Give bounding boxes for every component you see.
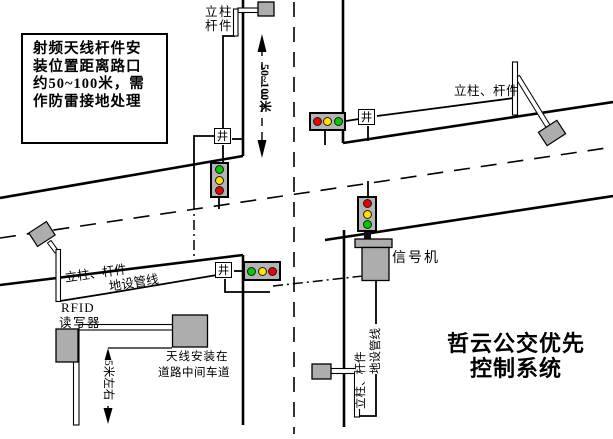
light-dot: [215, 185, 224, 195]
conduit-dashdot: [193, 200, 364, 287]
bottom-dimension-label: 5米左右: [101, 360, 114, 406]
lane-line-horizontal: [0, 146, 613, 239]
left-antenna-pole: [55, 248, 62, 303]
top-dimension-label: 50~100米: [258, 64, 272, 113]
right-antenna-pole: [511, 61, 519, 116]
bottom-pole-arm: [330, 367, 357, 375]
conduit-cross-bottom: [272, 275, 364, 287]
note-line: 射频天线杆件安: [33, 41, 142, 57]
conduit-bottomwell-stub: [224, 279, 270, 293]
top-antenna-arm: [237, 7, 259, 14]
well-label: 井: [216, 131, 229, 143]
light-dot: [246, 266, 256, 276]
system-title-line2: 控制系统: [469, 356, 562, 381]
top-antenna-pole: [232, 8, 239, 37]
traffic-light-south: [243, 261, 281, 281]
conduit-rightwell-to-pole: [376, 97, 515, 117]
road-edge-top-right: [342, 100, 613, 145]
signal-machine-cap: [354, 238, 393, 249]
top-antenna-box: [257, 1, 275, 17]
rfid-reader-box: [55, 328, 79, 363]
bottom-small-box: [311, 363, 332, 380]
traffic-light-north: [309, 112, 346, 131]
right-pole-label: 立柱、杆件: [454, 84, 520, 98]
traffic-light-west: [210, 162, 229, 198]
light-dot: [362, 199, 372, 209]
conduit-topwell-left: [193, 135, 215, 200]
traffic-light-east: [357, 196, 377, 232]
conduit-northlight-to-well: [345, 118, 360, 122]
signal-machine-body: [361, 246, 390, 282]
well-label: 井: [360, 112, 373, 124]
light-dot: [362, 209, 372, 219]
junction-well-top-right: 井: [358, 109, 375, 125]
junction-well-bottom-left: 井: [215, 262, 232, 278]
road-edge-bottom-right: [324, 194, 613, 242]
top-dimension-arrowhead-down: [257, 140, 267, 158]
center-lane-antenna-box: [171, 314, 209, 348]
left-antenna-box: [28, 220, 56, 248]
bottom-pole-label: 立柱、杆件: [355, 347, 368, 409]
light-dot: [215, 175, 224, 185]
note-box: 射频天线杆件安 装位置距离路口 约50~100米，需 作防雷接地处理: [21, 33, 168, 144]
junction-well-top-left: 井: [214, 128, 231, 144]
bottom-dimension-arrowhead-down: [103, 408, 113, 424]
conduit-solid: [59, 35, 515, 417]
well-label: 井: [217, 265, 230, 277]
light-dot: [312, 117, 322, 126]
road-edges: [0, 0, 613, 427]
top-pole-label-line2: 杆件: [205, 19, 234, 34]
light-dot: [362, 219, 372, 229]
bottom-conduit-label: 地设管线: [370, 324, 383, 374]
note-line: 作防雷接地处理: [33, 93, 142, 110]
road-edge-top-left: [0, 154, 244, 200]
note-line: 约50~100米，需: [33, 76, 145, 92]
conduit-leftpole-to-well: [59, 274, 218, 302]
top-pole-label: 立柱 杆件: [205, 5, 233, 34]
right-antenna-arm: [514, 74, 551, 129]
rfid-label-line2: 读写器: [59, 316, 102, 330]
top-pole-label-line1: 立柱: [205, 5, 234, 19]
rfid-label-line1: RFID: [61, 300, 95, 315]
light-dot: [257, 266, 267, 276]
system-title: 哲云公交优先 控制系统: [440, 331, 592, 381]
center-antenna-note-line1: 天线安装在: [166, 351, 229, 363]
signal-machine-stem: [364, 227, 371, 241]
conduit-top-pole-to-well: [222, 35, 235, 128]
light-dot: [268, 266, 278, 276]
road-edge-bottom-left: [0, 253, 244, 287]
light-dot: [215, 165, 224, 175]
light-dot: [323, 117, 332, 126]
top-dimension-arrow: [257, 34, 267, 158]
light-dot: [333, 117, 343, 126]
top-dimension-arrowhead-up: [257, 34, 267, 52]
center-antenna-note-line2: 道路中间车道: [158, 367, 230, 379]
system-title-line1: 哲云公交优先: [446, 331, 585, 356]
signal-machine-label: 信号机: [392, 251, 440, 266]
note-line: 装位置距离路口: [33, 58, 142, 75]
right-antenna-box: [537, 119, 567, 147]
